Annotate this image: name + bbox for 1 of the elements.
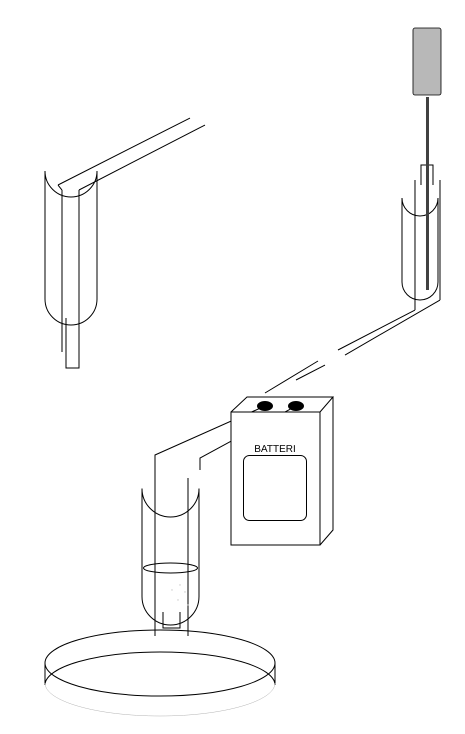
battery-label: BATTERI <box>243 445 307 521</box>
